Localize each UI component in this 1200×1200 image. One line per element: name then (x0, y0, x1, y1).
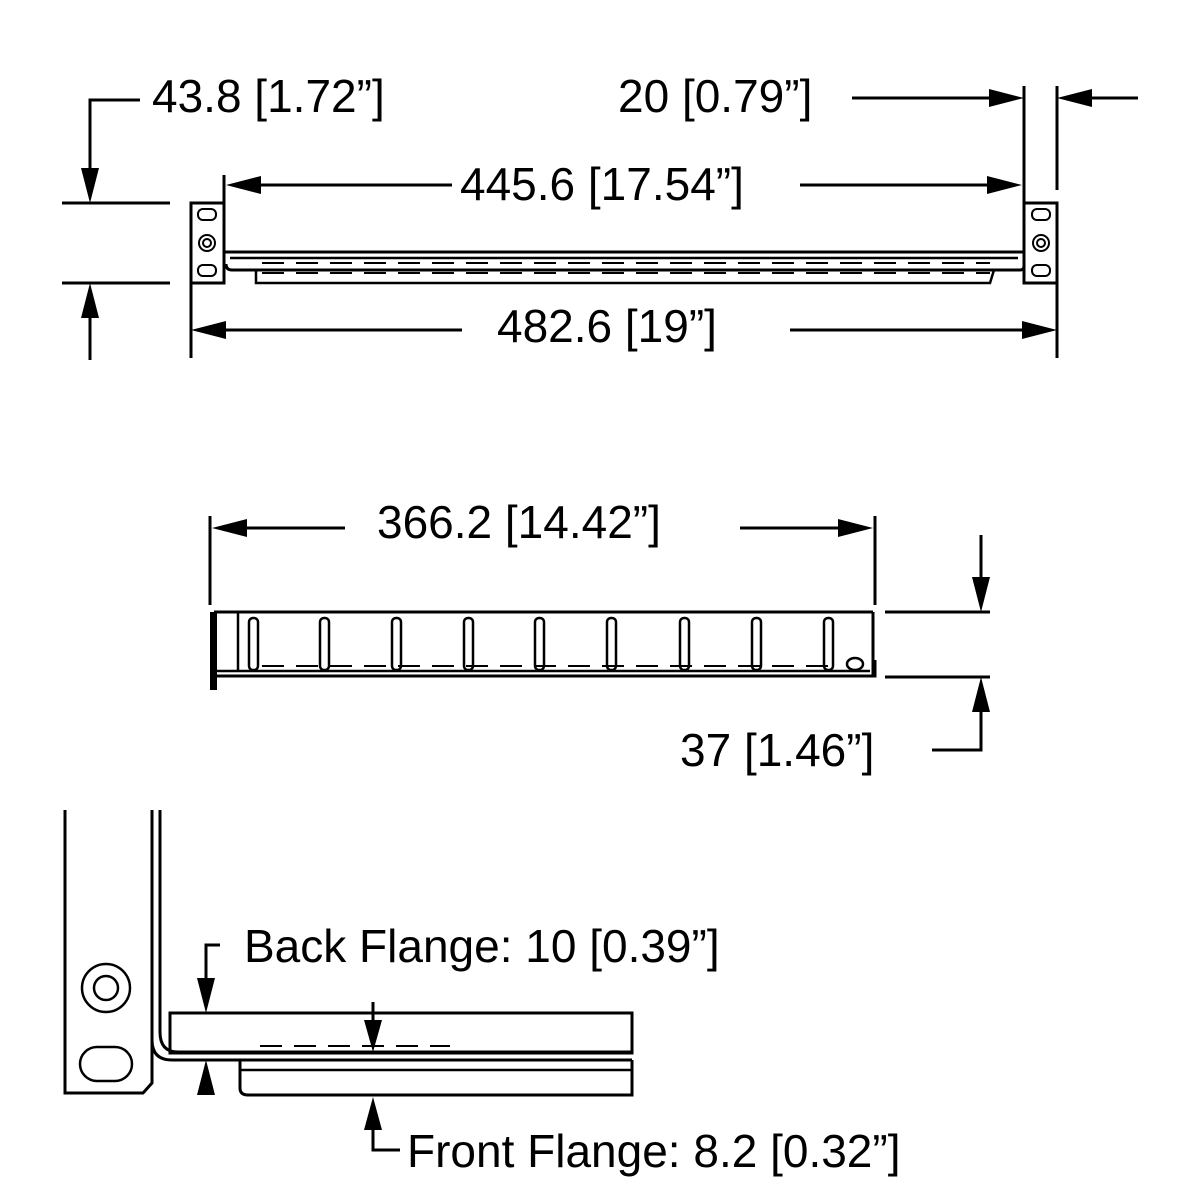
ear-depth-dimension-label: 20 [0.79”] (618, 70, 812, 122)
height-dimension-label: 43.8 [1.72”] (152, 70, 385, 122)
shelf-front-body (222, 175, 1026, 285)
side-height-dimension-label: 37 [1.46”] (680, 724, 874, 776)
left-rack-ear (189, 201, 226, 285)
depth-dimension-label: 366.2 [14.42”] (377, 496, 661, 548)
shelf-side-body (210, 610, 877, 690)
right-rack-ear (1022, 201, 1059, 285)
depth-dimension: 366.2 [14.42”] (208, 496, 877, 605)
inner-width-dimension: 445.6 [17.54”] (226, 158, 1022, 210)
flange-detail-view: Back Flange: 10 [0.39”] Front Flange: 8.… (63, 810, 901, 1177)
ventilation-slots (247, 616, 835, 672)
overall-width-dimension: 482.6 [19”] (189, 283, 1059, 358)
rack-ear-detail (63, 810, 162, 1095)
side-height-dimension: 37 [1.46”] (680, 535, 990, 776)
back-flange-dimension-label: Back Flange: 10 [0.39”] (244, 920, 720, 972)
back-flange-dimension: Back Flange: 10 [0.39”] (197, 920, 720, 1095)
front-flange-dimension-label: Front Flange: 8.2 [0.32”] (407, 1125, 901, 1177)
front-view: 43.8 [1.72”] 20 [0.79”] 445.6 [17.54”] (62, 70, 1138, 360)
inner-width-dimension-label: 445.6 [17.54”] (460, 158, 744, 210)
side-view: 366.2 [14.42”] 37 [1.46”] (208, 496, 990, 776)
height-dimension: 43.8 [1.72”] (62, 70, 385, 360)
flange-detail-body (150, 1011, 634, 1097)
overall-width-dimension-label: 482.6 [19”] (497, 300, 717, 352)
front-flange-dimension: Front Flange: 8.2 [0.32”] (364, 1097, 901, 1177)
ear-depth-dimension: 20 [0.79”] (618, 70, 1138, 190)
